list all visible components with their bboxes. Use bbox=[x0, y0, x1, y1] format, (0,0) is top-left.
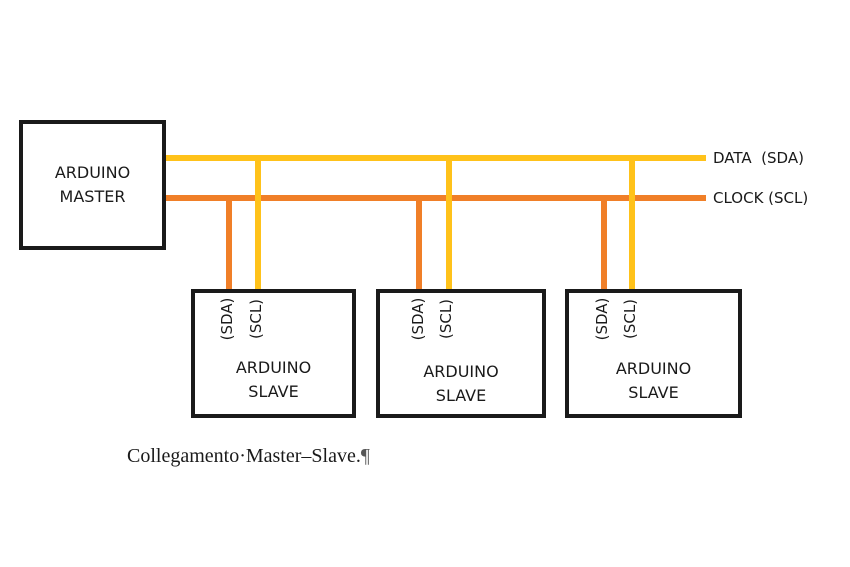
master-label-line1: ARDUINO bbox=[54, 163, 131, 182]
slave-1-label-line2: SLAVE bbox=[248, 382, 299, 401]
paragraph-mark: ¶ bbox=[360, 445, 370, 467]
master-box bbox=[19, 120, 166, 250]
slave-1-sda-pin-label: (SDA) bbox=[218, 297, 236, 341]
caption-text: Collegamento·Master–Slave. bbox=[127, 445, 361, 467]
data-bus-label: DATA (SDA) bbox=[713, 149, 804, 167]
slave-3-sda-pin-label: (SDA) bbox=[593, 297, 611, 341]
slave-1-box bbox=[191, 289, 356, 418]
slave-2-sda-pin-label: (SDA) bbox=[409, 297, 427, 341]
slave-3-scl-pin-label: (SCL) bbox=[621, 298, 639, 340]
slave-2-scl-pin-label: (SCL) bbox=[437, 298, 455, 340]
clock-bus-label: CLOCK (SCL) bbox=[713, 189, 809, 207]
slave-3-label-line1: ARDUINO bbox=[615, 359, 692, 378]
slave-2-label-line2: SLAVE bbox=[435, 386, 487, 405]
slave-1-scl-pin-label: (SCL) bbox=[247, 298, 265, 340]
slave-3-label-line2: SLAVE bbox=[628, 383, 679, 402]
slave-1-label: ARDUINO SLAVE bbox=[191, 356, 356, 404]
slave-2-box bbox=[376, 289, 546, 418]
caption: Collegamento·Master–Slave.¶ bbox=[127, 445, 370, 468]
slave-3-box bbox=[565, 289, 742, 418]
slave-2-label-line1: ARDUINO bbox=[423, 362, 499, 381]
slave-2-label: ARDUINO SLAVE bbox=[376, 360, 546, 408]
slave-3-label: ARDUINO SLAVE bbox=[565, 357, 742, 405]
slave-1-label-line1: ARDUINO bbox=[235, 358, 312, 377]
master-label-line2: MASTER bbox=[59, 187, 126, 206]
master-label: ARDUINO MASTER bbox=[19, 161, 166, 209]
